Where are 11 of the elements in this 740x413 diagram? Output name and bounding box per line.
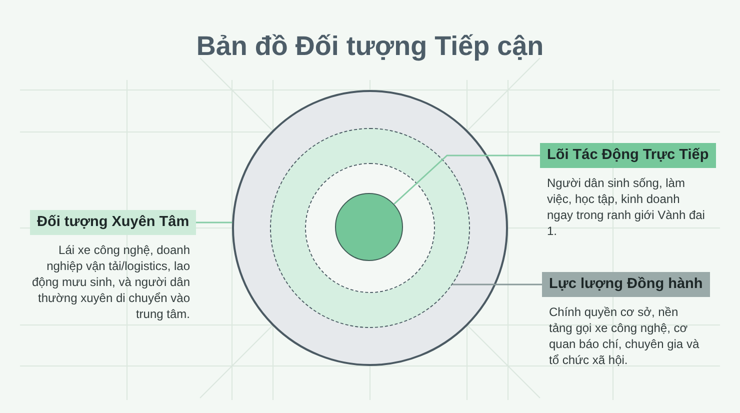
leader-line <box>196 222 232 224</box>
leader-line <box>452 284 542 286</box>
callout-description: Chính quyền cơ sở, nền tảng gọi xe công nghệ, cơ quan báo chí, chuyên gia và tổ chức xã hội. <box>548 304 700 368</box>
callout-description: Lái xe công nghệ, doanh nghiệp vận tải/logistics, lao động mưu sinh, và người dân thường xuyên di chuyển vào trung tâm. <box>30 242 191 322</box>
leader-line <box>394 154 540 205</box>
callout-heading: Lực lượng Đồng hành <box>542 272 710 297</box>
outer-circle <box>232 90 508 366</box>
callout-description: Người dân sinh sống, làm việc, học tập, kinh doanh ngay trong ranh giới Vành đai 1. <box>546 175 706 239</box>
callout-heading: Lõi Tác Động Trực Tiếp <box>540 143 716 168</box>
diagram-title: Bản đồ Đối tượng Tiếp cận <box>196 31 544 62</box>
callout-heading: Đối tượng Xuyên Tâm <box>30 210 196 235</box>
